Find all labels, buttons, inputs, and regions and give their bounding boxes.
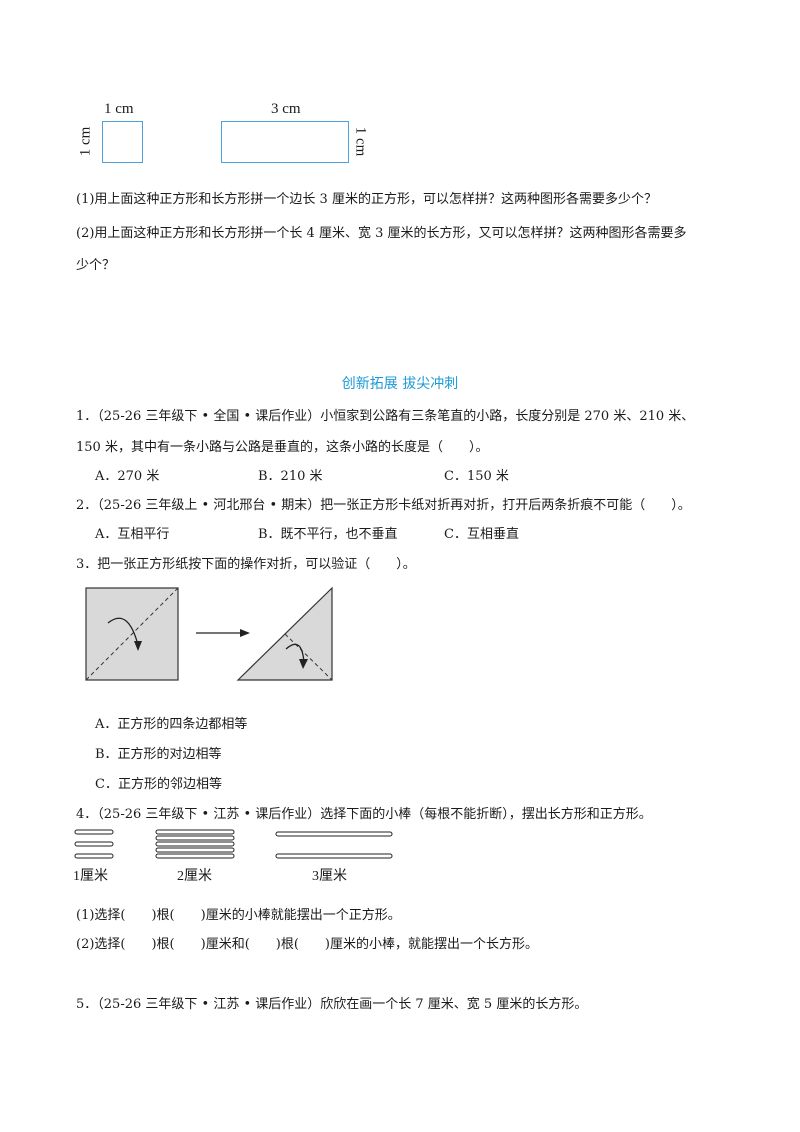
unit-rectangle	[221, 121, 349, 163]
q2-option-b[interactable]: B．既不平行，也不垂直	[258, 527, 398, 542]
q3-option-c[interactable]: C．正方形的邻边相等	[95, 777, 222, 792]
q1-option-c[interactable]: C．150 米	[444, 469, 509, 484]
q3-option-a[interactable]: A．正方形的四条边都相等	[95, 717, 248, 732]
q4-part-1: (1)选择( )根( )厘米的小棒就能摆出一个正方形。	[76, 908, 401, 923]
q1-option-a[interactable]: A．270 米	[95, 469, 160, 484]
section-title: 创新拓展 拔尖冲刺	[341, 376, 459, 392]
sticks-2cm	[155, 829, 235, 859]
square-height-label: 1 cm	[77, 126, 94, 157]
right-arrow-head-icon	[240, 629, 250, 637]
fold-line-second	[284, 633, 333, 681]
q2-option-c[interactable]: C．互相垂直	[444, 527, 519, 542]
arrow-head-icon	[134, 641, 142, 651]
q2-option-a[interactable]: A．互相平行	[95, 527, 170, 542]
rect-width-label: 3 cm	[271, 101, 301, 117]
prev-question-part-1: (1)用上面这种正方形和长方形拼一个边长 3 厘米的正方形，可以怎样拼？这两种图…	[76, 192, 657, 207]
stick-label-3: 3厘米	[312, 869, 347, 884]
fold-line-diagonal	[85, 587, 179, 681]
question-3: 3．把一张正方形纸按下面的操作对折，可以验证（ ）。	[76, 557, 416, 572]
question-2: 2．（25-26 三年级上 • 河北邢台 • 期末）把一张正方形卡纸对折再对折，…	[76, 498, 691, 513]
folding-diagram	[85, 586, 333, 681]
q1-option-b[interactable]: B．210 米	[258, 469, 323, 484]
unit-square	[102, 121, 143, 163]
fold-arrow-2-icon	[285, 643, 305, 664]
square-width-label: 1 cm	[104, 101, 134, 117]
question-5: 5．（25-26 三年级下 • 江苏 • 课后作业）欣欣在画一个长 7 厘米、宽…	[76, 997, 588, 1012]
sticks-1cm	[74, 829, 114, 859]
stick-label-2: 2厘米	[177, 869, 212, 884]
q3-option-b[interactable]: B．正方形的对边相等	[95, 747, 222, 762]
question-1-cont: 150 米，其中有一条小路与公路是垂直的，这条小路的长度是（ ）。	[76, 440, 489, 455]
rect-height-label: 1 cm	[352, 126, 369, 157]
question-1: 1．（25-26 三年级下 • 全国 • 课后作业）小恒家到公路有三条笔直的小路…	[76, 409, 695, 424]
sticks-3cm	[275, 831, 393, 859]
question-4: 4．（25-26 三年级下 • 江苏 • 课后作业）选择下面的小棒（每根不能折断…	[76, 807, 652, 822]
prev-question-part-2: (2)用上面这种正方形和长方形拼一个长 4 厘米、宽 3 厘米的长方形，又可以怎…	[76, 226, 687, 241]
q4-part-2: (2)选择( )根( )厘米和( )根( )厘米的小棒，就能摆出一个长方形。	[76, 937, 538, 952]
stick-label-1: 1厘米	[73, 869, 108, 884]
arrow-head-2-icon	[299, 659, 308, 669]
fold-arrow-icon	[107, 617, 139, 646]
prev-question-part-2-cont: 少个？	[76, 258, 116, 273]
sticks-figure	[74, 829, 393, 859]
